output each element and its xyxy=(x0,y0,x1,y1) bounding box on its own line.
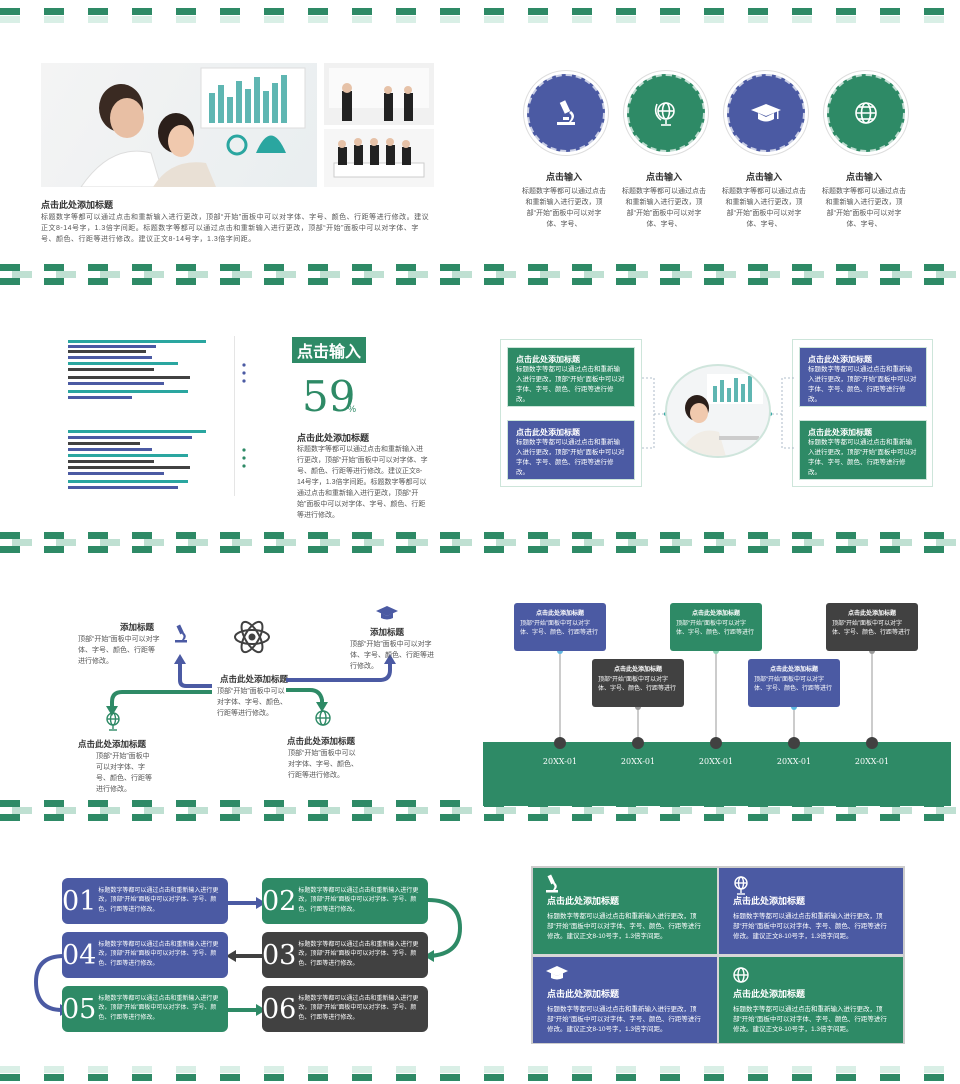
team-photo xyxy=(324,129,434,187)
dots xyxy=(242,363,246,468)
timeline-card: 点击此处添加标题顶部“开始”面板中可以对字体、字号、颜色、行距等进行 xyxy=(670,603,762,651)
s5-tr-title: 添加标题 xyxy=(370,627,405,637)
s5-center-title: 点击此处添加标题 xyxy=(220,674,289,684)
s2-item-title: 点击输入 xyxy=(645,172,682,182)
globe-icon xyxy=(106,712,120,731)
grid-cell: 点击此处添加标题标题数字等都可以通过点击和重新输入进行更改，顶部“开始”面板中可… xyxy=(533,868,717,954)
graduation-cap-icon xyxy=(751,104,781,122)
s5-bl-body: 顶部“开始”面板中可以对字体、字号、颜色、行距等进行修改。 xyxy=(96,753,152,793)
s5-tr-body: 顶部“开始”面板中可以对字体、字号、颜色、行距等进行修改。 xyxy=(350,641,434,670)
world-icon xyxy=(855,102,877,124)
globe-icon xyxy=(654,102,675,126)
timeline-date: 20XX-01 xyxy=(776,757,812,766)
right-frame xyxy=(792,339,933,487)
s5-tl-body: 顶部“开始”面板中可以对字体、字号、颜色、行距等进行修改。 xyxy=(78,636,160,665)
s2-item-body: 标题数字等都可以通过点击和重新输入进行更改，顶部“开始”面板中可以对字体、字号、 xyxy=(822,188,906,228)
graduation-cap-icon xyxy=(546,966,568,980)
grid-cell: 点击此处添加标题标题数字等都可以通过点击和重新输入进行更改，顶部“开始”面板中可… xyxy=(533,957,717,1043)
microscope-icon xyxy=(557,100,575,125)
timeline-date: 20XX-01 xyxy=(854,757,890,766)
process-arrows xyxy=(33,897,463,1016)
center-photo xyxy=(665,364,771,458)
bar-graphic xyxy=(68,340,206,489)
top-stripe xyxy=(0,8,960,36)
s5-tl-title: 添加标题 xyxy=(120,622,155,632)
s4-box: 点击此处添加标题标题数字等都可以通过点击和重新输入进行更改，顶部“开始”面板中可… xyxy=(799,420,927,480)
s1-title: 点击此处添加标题 xyxy=(41,200,114,210)
percent-value: 59 xyxy=(302,372,356,421)
s1-body: 标题数字等都可以通过点击和重新输入进行更改，顶部“开始”面板中可以对字体、字号、… xyxy=(41,214,430,243)
microscope-icon xyxy=(546,874,558,893)
s3-body: 标题数字等都可以通过点击和重新输入进行更改，顶部“开始”面板中可以对字体、字号、… xyxy=(297,446,428,519)
s2-item-title: 点击输入 xyxy=(745,172,782,182)
left-frame xyxy=(500,339,642,487)
s5-bl-title: 点击此处添加标题 xyxy=(78,739,147,749)
timeline-date: 20XX-01 xyxy=(542,757,578,766)
graduation-cap-icon xyxy=(376,606,398,620)
separator xyxy=(234,336,235,496)
s4-box: 点击此处添加标题标题数字等都可以通过点击和重新输入进行更改，顶部“开始”面板中可… xyxy=(507,347,635,407)
s4-box: 点击此处添加标题标题数字等都可以通过点击和重新输入进行更改，顶部“开始”面板中可… xyxy=(507,420,635,480)
s3-title: 点击此处添加标题 xyxy=(297,433,370,443)
s2-item-body: 标题数字等都可以通过点击和重新输入进行更改，顶部“开始”面板中可以对字体、字号、 xyxy=(722,188,806,228)
globe-icon xyxy=(734,876,748,895)
s5-br-title: 点击此处添加标题 xyxy=(287,736,356,746)
arrows xyxy=(106,654,396,716)
timeline-card: 点击此处添加标题顶部“开始”面板中可以对字体、字号、颜色、行距等进行 xyxy=(748,659,840,707)
timeline-date: 20XX-01 xyxy=(620,757,656,766)
s2-item-body: 标题数字等都可以通过点击和重新输入进行更改，顶部“开始”面板中可以对字体、字号、 xyxy=(622,188,706,228)
s2-item-title: 点击输入 xyxy=(845,172,882,182)
badge: 点击输入 xyxy=(292,337,367,363)
office-photo xyxy=(324,63,434,125)
world-icon xyxy=(315,710,331,726)
percent-sign: % xyxy=(348,404,357,414)
divider-stripe xyxy=(0,264,960,292)
divider-stripe xyxy=(0,532,960,560)
grid-cell: 点击此处添加标题标题数字等都可以通过点击和重新输入进行更改，顶部“开始”面板中可… xyxy=(719,868,903,954)
icon-circle xyxy=(727,74,805,152)
timeline-band xyxy=(483,742,951,806)
microscope-icon xyxy=(175,624,187,643)
divider-stripe xyxy=(0,800,960,828)
timeline-card: 点击此处添加标题顶部“开始”面板中可以对字体、字号、颜色、行距等进行 xyxy=(826,603,918,651)
timeline-lines xyxy=(554,648,878,749)
timeline-card: 点击此处添加标题顶部“开始”面板中可以对字体、字号、颜色、行距等进行 xyxy=(514,603,606,651)
s2-item-body: 标题数字等都可以通过点击和重新输入进行更改，顶部“开始”面板中可以对字体、字号、 xyxy=(522,188,606,228)
s5-br-body: 顶部“开始”面板中可以对字体、字号、颜色、行距等进行修改。 xyxy=(288,750,358,779)
grid-cell: 点击此处添加标题标题数字等都可以通过点击和重新输入进行更改，顶部“开始”面板中可… xyxy=(719,957,903,1043)
s2-item-title: 点击输入 xyxy=(545,172,582,182)
meeting-photo xyxy=(41,63,317,187)
s4-box: 点击此处添加标题标题数字等都可以通过点击和重新输入进行更改，顶部“开始”面板中可… xyxy=(799,347,927,407)
icon-circle xyxy=(827,74,905,152)
world-icon xyxy=(733,967,749,983)
icon-circle xyxy=(627,74,705,152)
atom-icon xyxy=(234,620,270,654)
timeline-date: 20XX-01 xyxy=(698,757,734,766)
s5-center-body: 顶部“开始”面板中可以对字体、字号、颜色、行距等进行修改。 xyxy=(217,688,287,717)
icon-circle xyxy=(527,74,605,152)
timeline-card: 点击此处添加标题顶部“开始”面板中可以对字体、字号、颜色、行距等进行 xyxy=(592,659,684,707)
bottom-stripe xyxy=(0,1066,960,1084)
